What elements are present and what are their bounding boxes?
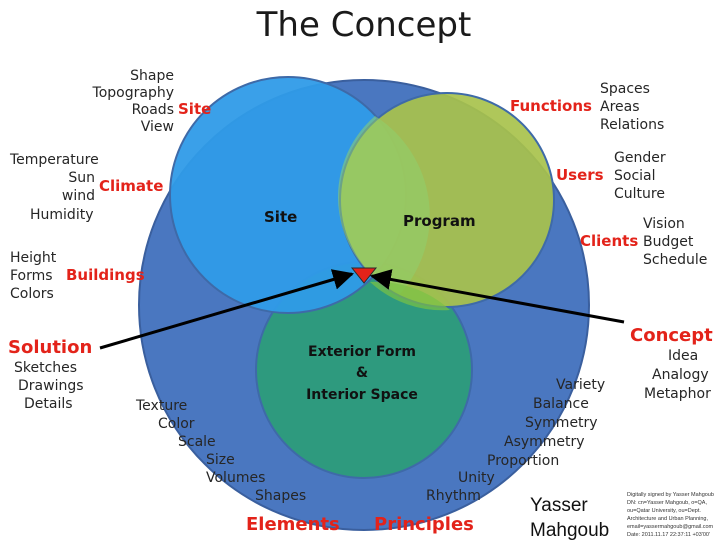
elements-item: Scale — [178, 434, 216, 450]
principles-item: Variety — [556, 377, 605, 393]
climate-heading: Climate — [99, 177, 163, 195]
clients-group: Clients Vision Budget Schedule — [580, 216, 707, 268]
solution-group: Solution Sketches Drawings Details — [8, 337, 92, 412]
elements-item: Volumes — [206, 470, 265, 486]
exterior-label-line2: & — [356, 365, 368, 381]
site-item: Roads — [132, 102, 174, 118]
elements-heading: Elements — [246, 514, 340, 535]
buildings-item: Height — [10, 250, 57, 266]
buildings-group: Height Forms Colors Buildings — [10, 250, 145, 302]
clients-heading: Clients — [580, 232, 638, 250]
climate-item: Humidity — [30, 207, 93, 223]
functions-item: Spaces — [600, 81, 650, 97]
solution-item: Sketches — [14, 360, 77, 376]
functions-group: Functions Spaces Areas Relations — [510, 81, 664, 133]
principles-item: Balance — [533, 396, 589, 412]
users-heading: Users — [556, 166, 604, 184]
exterior-label-line1: Exterior Form — [308, 344, 416, 360]
page-title: The Concept — [256, 5, 472, 45]
principles-item: Proportion — [487, 453, 559, 469]
clients-item: Vision — [643, 216, 685, 232]
functions-item: Relations — [600, 117, 664, 133]
signature-detail: Architecture and Urban Planning, — [627, 516, 708, 522]
solution-item: Details — [24, 396, 73, 412]
elements-item: Shapes — [255, 488, 306, 504]
principles-item: Rhythm — [426, 488, 481, 504]
digital-signature: Yasser Mahgoub Digitally signed by Yasse… — [530, 492, 714, 541]
principles-group: Variety Balance Symmetry Asymmetry Propo… — [374, 377, 605, 535]
signature-detail: Date: 2011.11.17 22:37:11 +03'00' — [627, 532, 710, 538]
signature-detail: ou=Qatar University, ou=Dept. — [627, 508, 701, 514]
buildings-heading: Buildings — [66, 266, 145, 284]
users-item: Gender — [614, 150, 666, 166]
exterior-label-line3: Interior Space — [306, 387, 418, 403]
site-item: View — [141, 119, 174, 135]
concept-group: Concept Idea Analogy Metaphor — [630, 325, 713, 402]
program-circle-label: Program — [403, 212, 476, 230]
elements-item: Size — [206, 452, 235, 468]
principles-heading: Principles — [374, 514, 474, 535]
elements-group: Texture Color Scale Size Volumes Shapes … — [135, 398, 340, 535]
principles-item: Asymmetry — [504, 434, 585, 450]
clients-item: Budget — [643, 234, 694, 250]
concept-arrow — [369, 269, 625, 324]
concept-heading: Concept — [630, 325, 713, 346]
principles-item: Unity — [458, 470, 495, 486]
concept-item: Idea — [668, 348, 698, 364]
signature-detail: email=yassermahgoub@gmail.com — [627, 524, 714, 530]
buildings-item: Colors — [10, 286, 54, 302]
elements-item: Color — [158, 416, 195, 432]
clients-item: Schedule — [643, 252, 707, 268]
signature-name-line2: Mahgoub — [530, 520, 609, 541]
functions-item: Areas — [600, 99, 640, 115]
site-group: Shape Topography Roads View Site — [92, 68, 212, 135]
site-item: Topography — [92, 85, 174, 101]
elements-item: Texture — [135, 398, 187, 414]
principles-item: Symmetry — [525, 415, 598, 431]
site-heading: Site — [178, 100, 211, 118]
site-program-overlap — [338, 116, 430, 294]
solution-arrow — [99, 269, 355, 350]
site-circle-label: Site — [264, 208, 297, 226]
site-item: Shape — [130, 68, 174, 84]
concept-item: Analogy — [652, 367, 709, 383]
buildings-item: Forms — [10, 268, 53, 284]
signature-name-line1: Yasser — [530, 495, 588, 516]
functions-heading: Functions — [510, 97, 592, 115]
signature-detail: DN: cn=Yasser Mahgoub, o=QA, — [627, 500, 707, 506]
climate-item: Temperature — [9, 152, 99, 168]
solution-heading: Solution — [8, 337, 92, 358]
climate-group: Temperature Sun wind Humidity Climate — [9, 152, 163, 223]
users-group: Users Gender Social Culture — [556, 150, 666, 202]
concept-item: Metaphor — [644, 386, 711, 402]
users-item: Culture — [614, 186, 665, 202]
climate-item: wind — [62, 188, 95, 204]
climate-item: Sun — [68, 170, 95, 186]
signature-detail: Digitally signed by Yasser Mahgoub — [627, 492, 714, 498]
users-item: Social — [614, 168, 656, 184]
solution-item: Drawings — [18, 378, 84, 394]
